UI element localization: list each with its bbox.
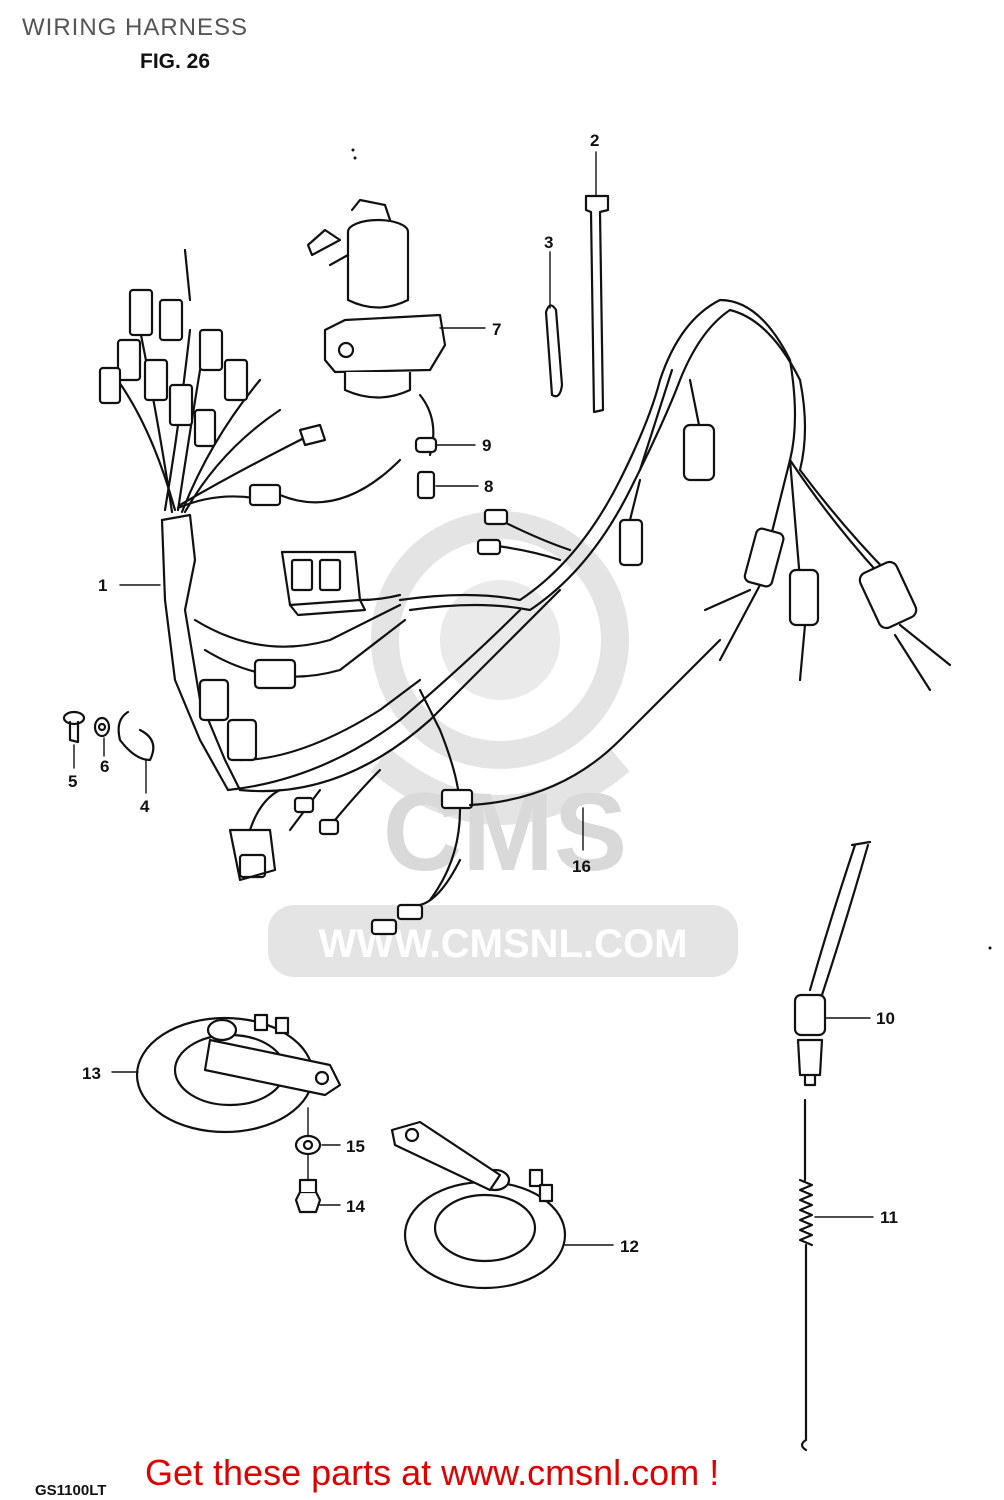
lower-connectors (198, 658, 474, 936)
cable-tie-part (584, 194, 610, 414)
model-code: GS1100LT (35, 1482, 107, 1499)
callout-6: 6 (100, 757, 109, 776)
callout-9: 9 (482, 436, 491, 455)
callout-2: 2 (590, 131, 599, 150)
callout-13: 13 (82, 1064, 101, 1083)
clamp-part (544, 304, 564, 398)
callout-7: 7 (492, 320, 501, 339)
leader-lines (73, 148, 992, 1246)
fasteners-part (62, 710, 155, 762)
brake-switch-part (793, 840, 872, 1087)
callout-15: 15 (346, 1137, 365, 1156)
horn-12-part (390, 1120, 567, 1290)
callout-12: 12 (620, 1237, 639, 1256)
figure-number: FIG. 26 (140, 50, 211, 73)
callout-labels: 1 2 3 4 5 6 7 8 9 10 11 12 13 14 15 16 (68, 131, 898, 1256)
callout-11: 11 (880, 1208, 898, 1227)
callout-4: 4 (140, 797, 150, 816)
callout-16: 16 (572, 857, 591, 876)
main-harness-part (98, 248, 952, 793)
ignition-switch-part (306, 198, 447, 500)
shop-link[interactable]: Get these parts at www.cmsnl.com ! (145, 1452, 720, 1493)
page-title: WIRING HARNESS (22, 14, 249, 41)
lead-wire-part (468, 638, 722, 807)
spring-part (798, 1098, 814, 1452)
horn-fasteners-part (294, 1134, 322, 1214)
callout-5: 5 (68, 772, 77, 791)
connector-block-part (280, 550, 402, 617)
callout-8: 8 (484, 477, 493, 496)
callout-10: 10 (876, 1009, 895, 1028)
watermark-logo-text: CMS (383, 771, 627, 894)
callout-14: 14 (346, 1197, 365, 1216)
callout-1: 1 (98, 576, 107, 595)
horn-13-part (135, 1013, 342, 1134)
callout-3: 3 (544, 233, 553, 252)
